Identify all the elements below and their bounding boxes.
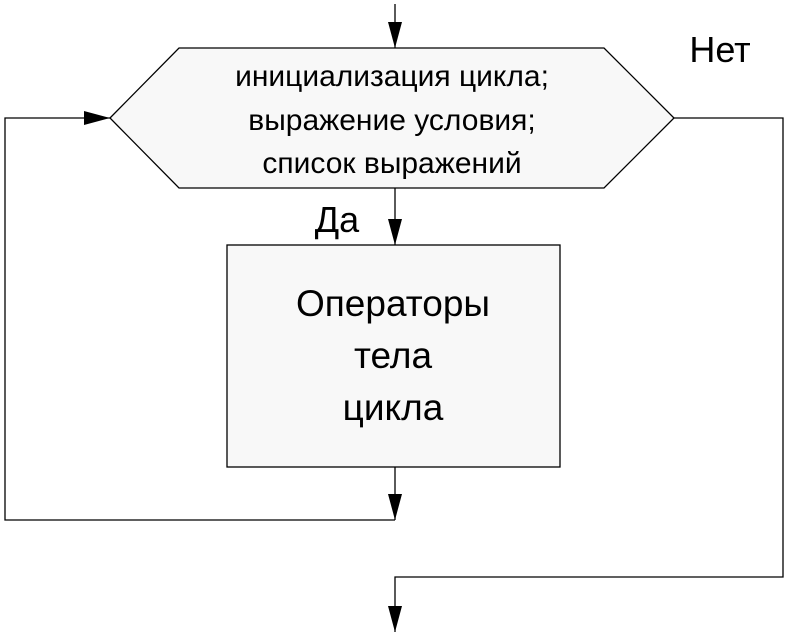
body-line-3: цикла <box>343 387 444 428</box>
yes-label: Да <box>315 199 360 240</box>
loop-back-arrow <box>4 111 395 521</box>
no-label: Нет <box>689 29 750 70</box>
body-line-2: тела <box>354 335 432 376</box>
exit-arrow <box>388 117 784 632</box>
header-line-1: инициализация цикла; <box>235 60 549 93</box>
header-line-2: выражение условия; <box>248 104 535 137</box>
loop-body-box <box>226 244 561 468</box>
header-line-3: список выражений <box>262 147 521 180</box>
body-line-1: Операторы <box>296 283 490 324</box>
